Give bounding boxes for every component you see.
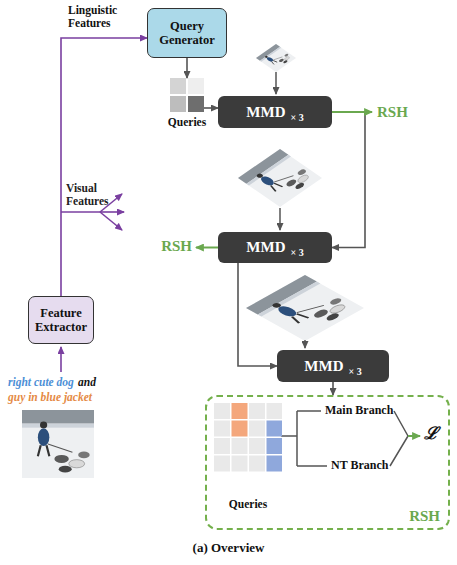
flow-arrow [332, 382, 334, 395]
feature-map [238, 149, 322, 207]
block-name: × 3 [348, 366, 361, 377]
mmd-block: MMD × 3 [277, 350, 389, 382]
mmd-block: MMD × 3 [218, 96, 332, 128]
feature-extractor-box: Feature Extractor [28, 296, 94, 344]
query-cell [249, 438, 265, 454]
query-cell [214, 421, 230, 437]
flow-arrow [332, 112, 365, 248]
block-name: × 3 [290, 247, 303, 258]
branch-name: NT Branch [331, 459, 388, 472]
box-label: Feature Extractor [35, 306, 87, 335]
query-cell [188, 96, 204, 112]
rsh-arrow [332, 111, 372, 113]
map-arrow [279, 208, 281, 230]
branch-name: Main Branch [325, 404, 393, 417]
rsh-tag: RSH [146, 238, 192, 255]
grid-label: Queries [229, 498, 267, 510]
feature-arrow [100, 212, 122, 230]
edge-label: Linguistic Features [68, 4, 142, 29]
branch-bracket [281, 411, 327, 466]
query-cell [249, 421, 265, 437]
query-cell [231, 456, 247, 472]
input-photo [22, 410, 94, 478]
loss-symbol: ℒ [424, 425, 438, 444]
input-arrow [60, 347, 62, 372]
query-cell [214, 403, 230, 419]
block-name: MMD [246, 104, 285, 121]
map-arrow [304, 340, 306, 348]
flow-arrow [204, 107, 218, 109]
block-name: MMD [304, 358, 343, 375]
query-cell [266, 421, 282, 437]
query-cell [214, 456, 230, 472]
query-cell [266, 456, 282, 472]
block-name: × 3 [290, 112, 303, 123]
query-cell [170, 78, 186, 94]
figure-caption: (a) Overview [0, 540, 457, 556]
connector-layer [61, 38, 365, 395]
feature-wire [61, 211, 100, 213]
flow-arrow [61, 38, 147, 296]
query-text: and [78, 376, 96, 389]
query-cell [266, 403, 282, 419]
grid-label: Queries [168, 116, 206, 128]
group-heading: RSH [409, 508, 440, 525]
flow-arrow [186, 58, 188, 78]
loss-arrow [408, 435, 420, 437]
feature-map-arrows [276, 72, 408, 466]
feature-arrow [100, 211, 124, 213]
mmd-block: MMD × 3 [218, 232, 332, 263]
rsh-arrow [196, 247, 218, 249]
feature-map [246, 275, 364, 341]
rsh-tag: RSH [377, 104, 408, 121]
query-text: right cute dog [8, 376, 74, 389]
query-grid: Queries [212, 403, 284, 523]
map-arrow [275, 72, 277, 94]
query-cell [170, 96, 186, 112]
query-cell [231, 421, 247, 437]
query-cell [188, 78, 204, 94]
query-grid-cells [170, 78, 204, 112]
query-cell [266, 438, 282, 454]
feature-map [256, 44, 296, 72]
query-cell [249, 456, 265, 472]
block-name: MMD [246, 239, 285, 256]
query-cell [214, 438, 230, 454]
query-cell [231, 403, 247, 419]
query-cell [231, 438, 247, 454]
visual-features-label: Visual Features [66, 182, 120, 207]
visual-feature-arrows [61, 194, 124, 372]
query-grid: Queries [170, 78, 204, 136]
box-label: Query Generator [154, 19, 220, 48]
query-text: guy in blue jacket [8, 391, 92, 404]
query-cell [249, 403, 265, 419]
query-grid-cells [214, 403, 283, 472]
branch-merge [390, 411, 408, 466]
rsh-arrows [196, 112, 420, 436]
query-generator-box: Query Generator [147, 8, 227, 58]
